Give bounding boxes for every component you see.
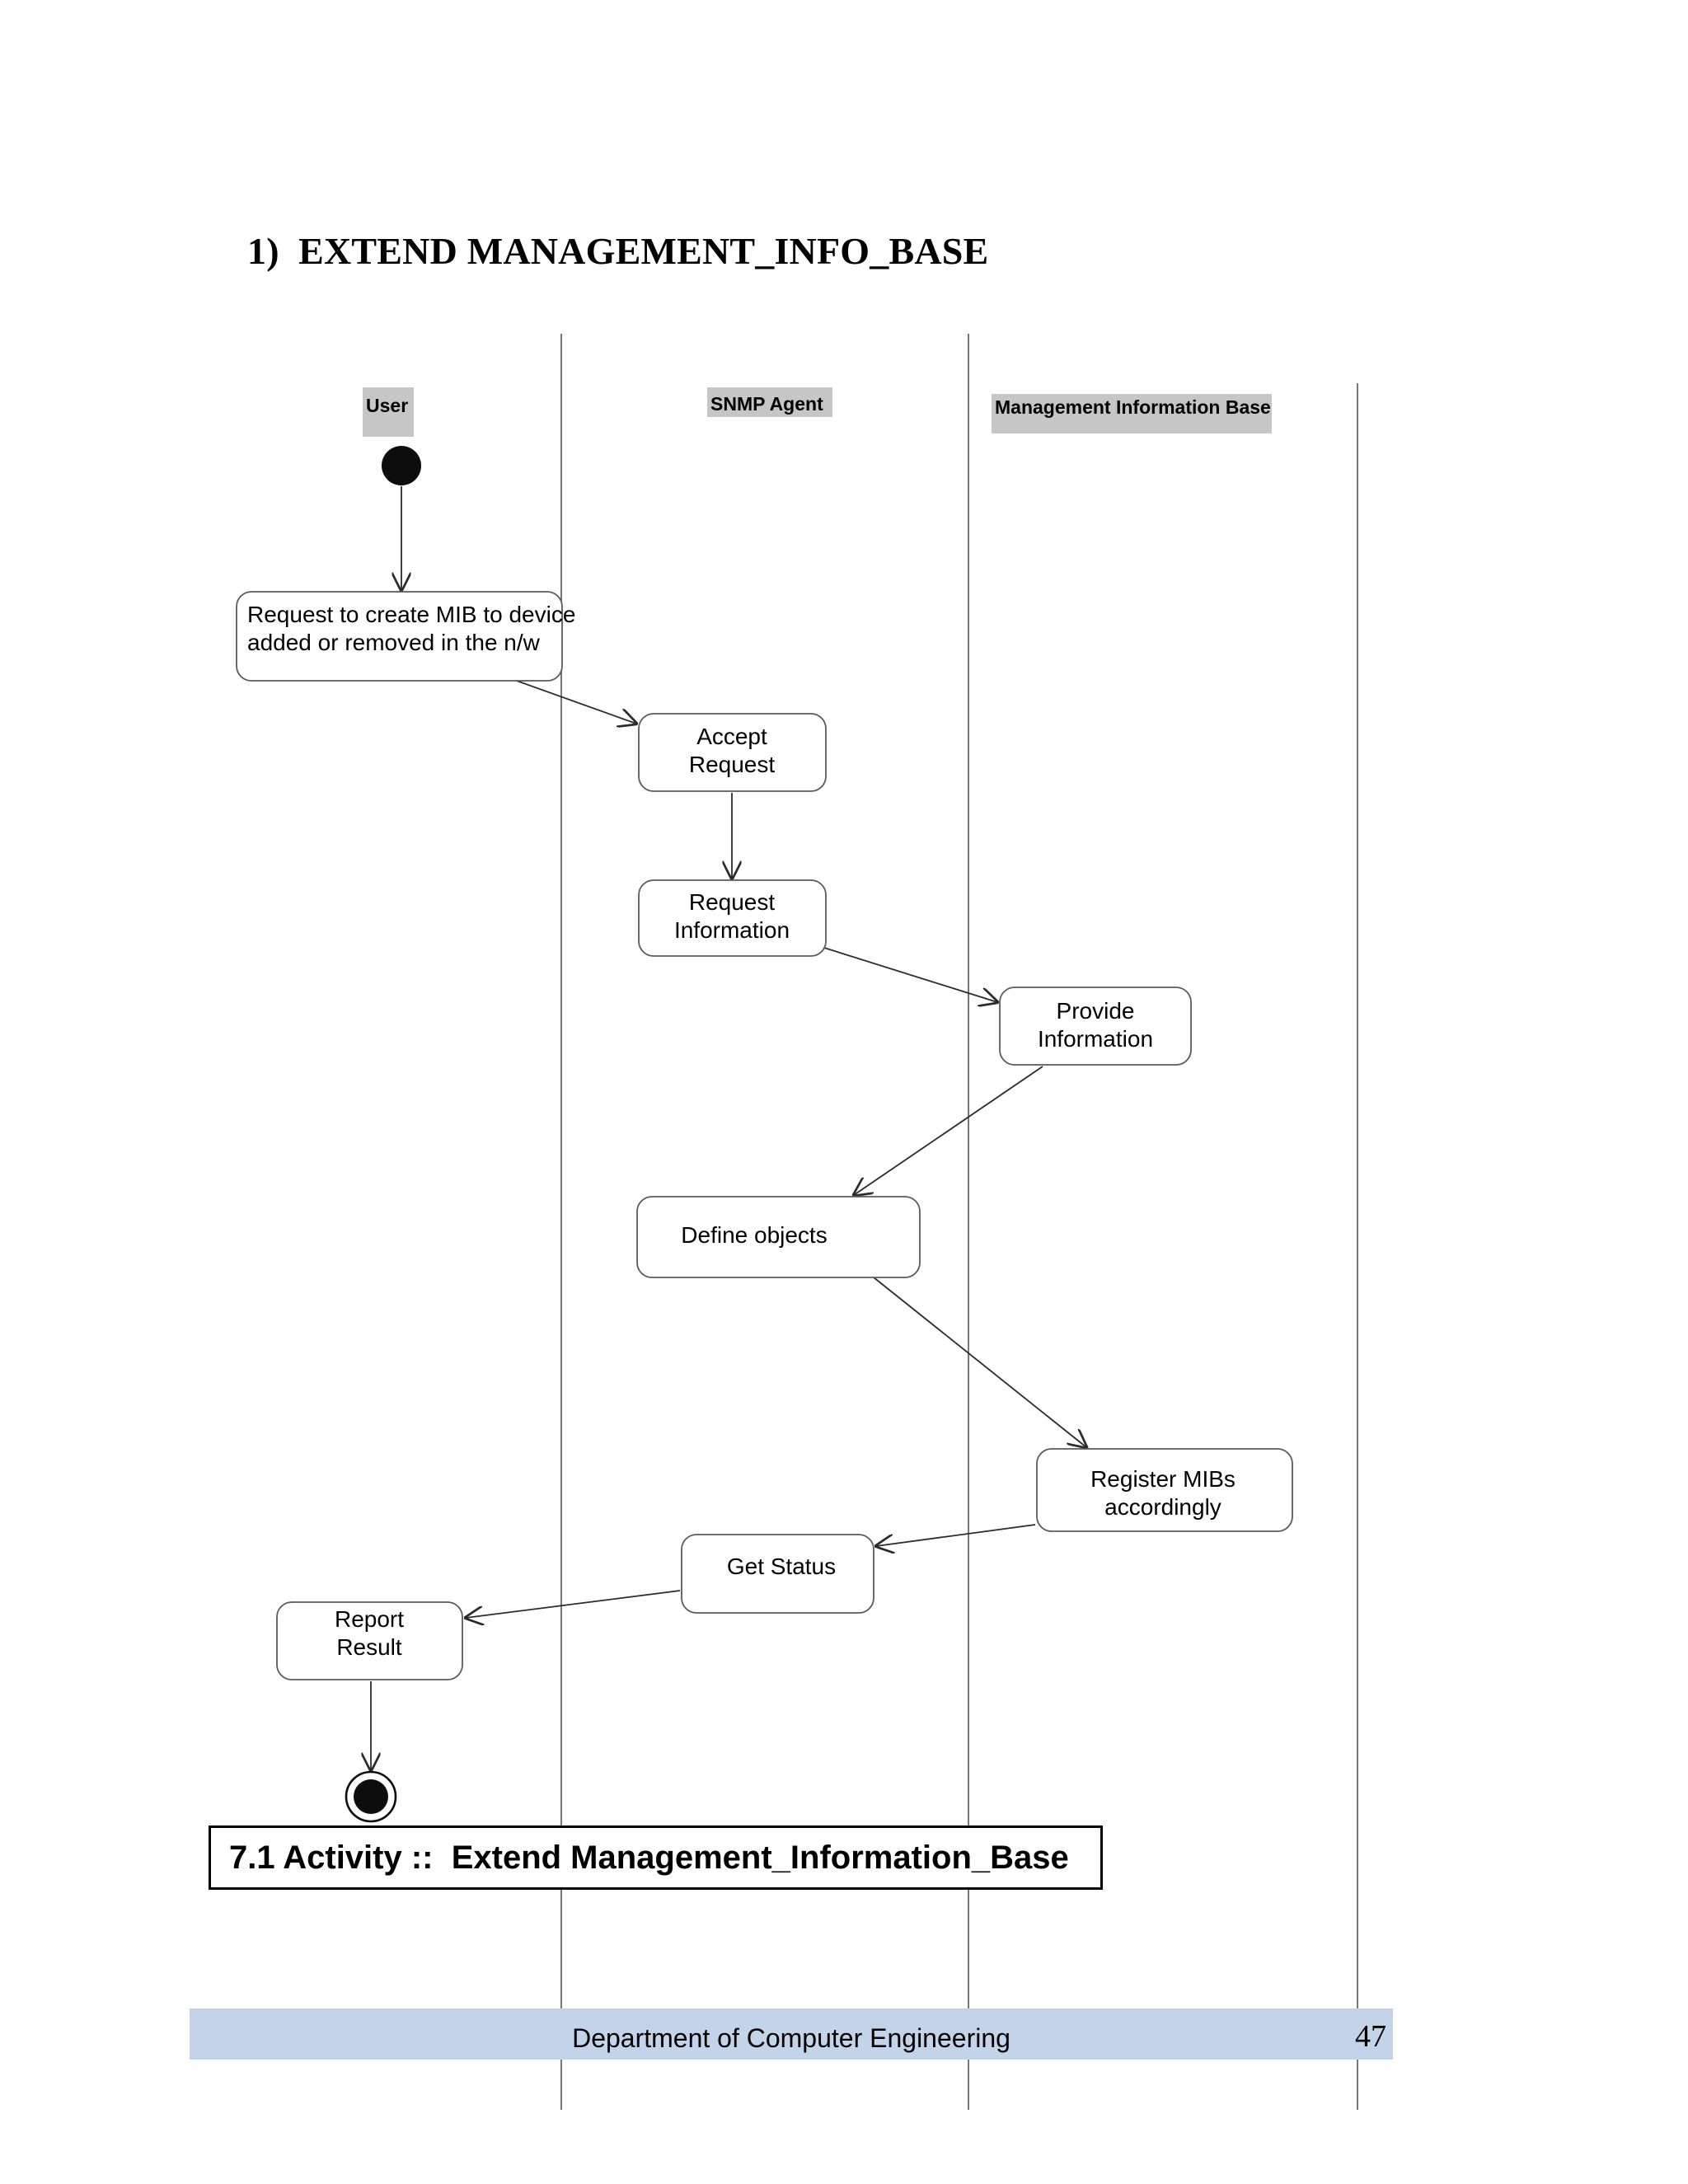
activity-node-define-objects: Define objects xyxy=(636,1196,921,1278)
lane-header-group: User SNMP Agent Management Information Bas… xyxy=(363,387,1272,437)
node-label-line: Result xyxy=(336,1634,402,1660)
node-label-line: Request to create MIB to device xyxy=(247,602,575,627)
figure-caption-text: 7.1 Activity :: Extend Management_Inform… xyxy=(229,1839,1069,1876)
node-label-line: added or removed in the n/w xyxy=(247,630,541,655)
node-label-line: Report xyxy=(335,1606,404,1632)
node-label-line: Get Status xyxy=(727,1554,836,1579)
node-shape xyxy=(236,591,563,682)
node-shape xyxy=(638,713,827,792)
edge-define-to-register xyxy=(873,1277,1086,1447)
node-shape xyxy=(636,1196,921,1278)
node-label-line: Provide xyxy=(1057,998,1135,1024)
node-label-line: accordingly xyxy=(1104,1494,1221,1520)
node-label-line: Request xyxy=(689,889,776,915)
edge-group xyxy=(371,486,1086,1770)
lane-header-bg-mib xyxy=(992,394,1272,434)
node-shape xyxy=(1036,1448,1293,1532)
node-shape xyxy=(276,1601,463,1680)
node-label-line: Define objects xyxy=(681,1222,827,1248)
edge-register-to-status xyxy=(876,1524,1036,1546)
node-label-line: Information xyxy=(674,917,790,943)
page-title: 1) EXTEND MANAGEMENT_INFO_BASE xyxy=(247,230,989,272)
final-node-core xyxy=(354,1779,388,1814)
terminal-node-group xyxy=(345,446,421,1823)
node-shape xyxy=(681,1534,874,1614)
node-label-line: Request xyxy=(689,752,776,777)
footer-department-label: Department of Computer Engineering xyxy=(572,2023,1010,2053)
node-label-line: Accept xyxy=(696,724,767,749)
figure-caption-box: 7.1 Activity :: Extend Management_Inform… xyxy=(209,1825,1103,1890)
activity-node-group: Request to create MIB to device added or … xyxy=(236,591,1293,1680)
activity-node-get-status: Get Status xyxy=(681,1534,874,1614)
edge-request-to-accept xyxy=(502,675,636,724)
node-shape xyxy=(999,987,1192,1066)
edge-status-to-report xyxy=(466,1590,681,1618)
lane-header-bg-user xyxy=(363,387,414,437)
node-shape xyxy=(638,879,827,957)
node-label-line: Register MIBs xyxy=(1090,1466,1236,1492)
page-footer: Department of Computer Engineering 47 xyxy=(190,2008,1393,2060)
lane-header-bg-snmp-agent xyxy=(707,387,832,417)
edge-provide-to-define xyxy=(854,1066,1043,1195)
lane-label-snmp-agent: SNMP Agent xyxy=(710,393,823,415)
node-label-line: Information xyxy=(1038,1026,1153,1052)
activity-node-request-create-mib: Request to create MIB to device added or … xyxy=(236,591,575,682)
lane-label-mib: Management Information Base xyxy=(995,396,1271,418)
edge-reqinfo-to-provide xyxy=(823,947,997,1002)
lane-label-user: User xyxy=(366,395,408,416)
initial-node xyxy=(382,446,421,485)
footer-page-number: 47 xyxy=(1355,2019,1386,2054)
